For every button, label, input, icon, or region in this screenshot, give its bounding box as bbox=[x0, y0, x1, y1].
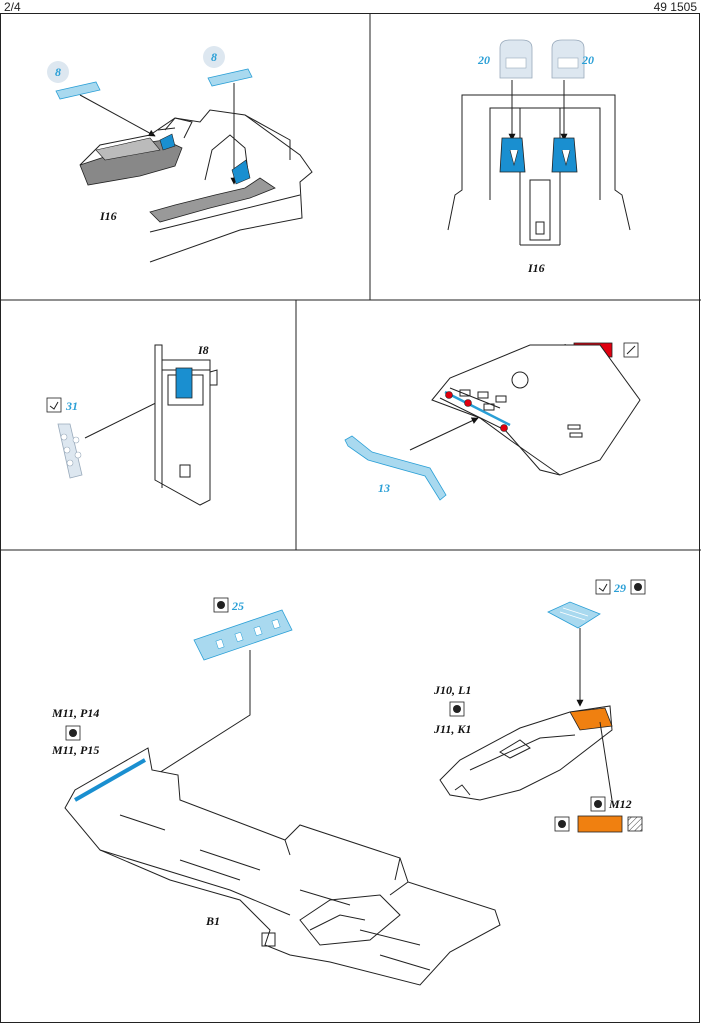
part-number-31: 31 bbox=[65, 399, 78, 413]
ref-m11-p15: M11, P15 bbox=[51, 743, 99, 757]
pe-part-25 bbox=[193, 609, 293, 661]
part-number-20a: 20 bbox=[477, 53, 490, 67]
part-number-25: 25 bbox=[231, 599, 244, 613]
part-number-8b: 8 bbox=[211, 50, 217, 64]
pe-part-29 bbox=[547, 601, 601, 629]
ref-j11-k1: J11, K1 bbox=[433, 722, 471, 736]
panel-ejection-seats: 20 20 I16 bbox=[447, 39, 631, 275]
orange-paint-swatch bbox=[577, 815, 623, 833]
part-number-13: 13 bbox=[378, 481, 390, 495]
part-number-29: 29 bbox=[613, 581, 626, 595]
wing-b1 bbox=[64, 747, 501, 986]
page-number: 2/4 bbox=[4, 0, 21, 14]
part-number-20b: 20 bbox=[581, 53, 594, 67]
fold-icon-2 bbox=[595, 579, 611, 595]
panel-cockpit-consoles: 8 8 I16 bbox=[47, 46, 313, 263]
weathering-icon bbox=[627, 816, 643, 832]
pe-panel-8b bbox=[207, 68, 253, 87]
ref-b1: B1 bbox=[205, 914, 220, 928]
bulkhead-blue-panel bbox=[175, 367, 193, 399]
ref-i8: I8 bbox=[197, 343, 209, 357]
red-point-b bbox=[464, 399, 472, 407]
panel-frame bbox=[0, 13, 701, 1023]
panel-bulkhead: I8 31 bbox=[46, 343, 218, 506]
pe-part-31 bbox=[57, 423, 83, 479]
ref-j10-l1: J10, L1 bbox=[433, 683, 471, 697]
panel-wing-assembly: 25 M11, P14 M11, P15 B1 bbox=[51, 579, 646, 986]
pe-panel-8a bbox=[55, 81, 101, 100]
ref-m12: M12 bbox=[608, 797, 632, 811]
pe-seat-top-left bbox=[499, 39, 533, 79]
pe-part-13 bbox=[344, 435, 447, 501]
panel-canopy-frame: P4 P4 13 bbox=[344, 342, 641, 501]
part-number-8a: 8 bbox=[55, 65, 61, 79]
fold-icon bbox=[46, 397, 62, 413]
ref-i16-seats: I16 bbox=[527, 261, 545, 275]
fuselage-half bbox=[439, 705, 613, 801]
red-point-a bbox=[445, 391, 453, 399]
callout-circle bbox=[203, 46, 225, 68]
red-point-c bbox=[500, 424, 508, 432]
ref-i16: I16 bbox=[99, 209, 117, 223]
pe-seat-top-right bbox=[551, 39, 585, 79]
product-code: 49 1505 bbox=[653, 0, 697, 14]
ref-m11-p14: M11, P14 bbox=[51, 706, 99, 720]
callout-circle bbox=[47, 61, 69, 83]
cockpit-tub bbox=[79, 109, 313, 263]
